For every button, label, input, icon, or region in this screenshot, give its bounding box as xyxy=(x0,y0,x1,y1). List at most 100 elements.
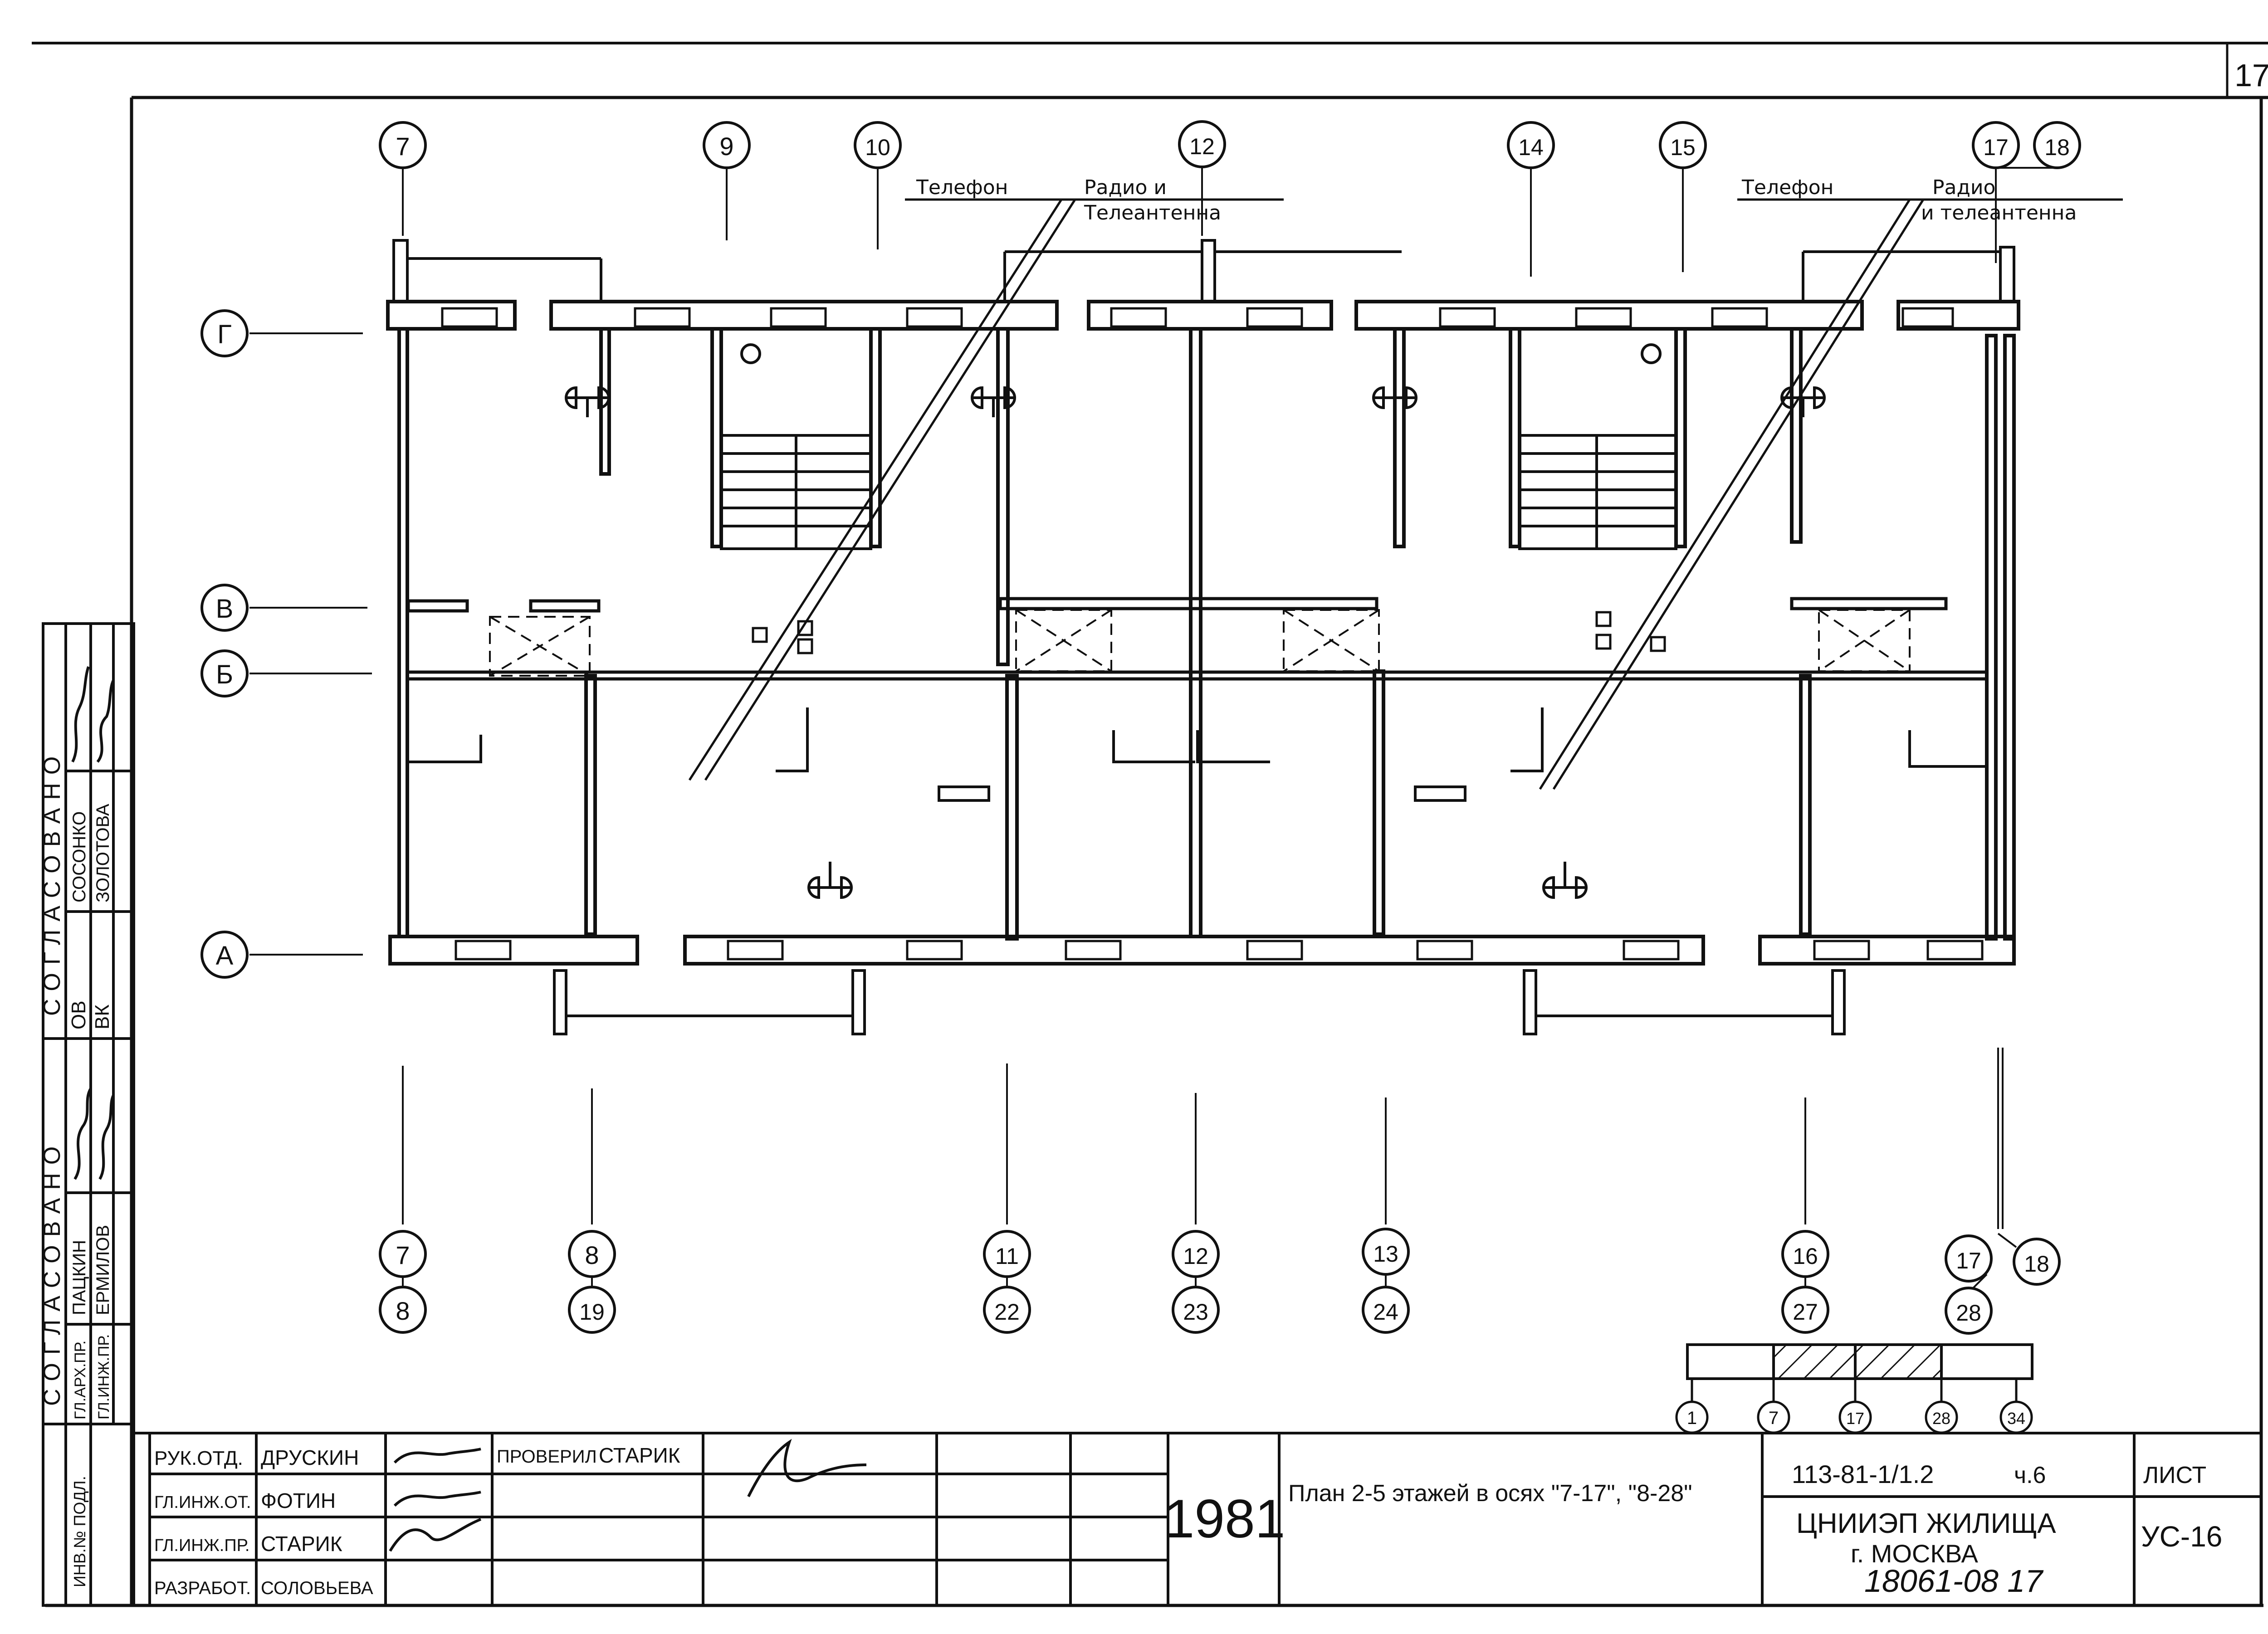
tb-part: ч.6 xyxy=(2014,1462,2046,1488)
inv-number-label: ИНВ.№ ПОДЛ. xyxy=(70,1476,89,1587)
axis-bubbles-bottom-lower: 8 19 22 23 24 27 28 xyxy=(379,1286,1993,1335)
axis-bubble-bottom-28: 28 xyxy=(1945,1287,1993,1335)
axis-bubble-top-12: 12 xyxy=(1178,120,1226,168)
tb-checked-name: СТАРИК xyxy=(599,1444,680,1467)
tb-checked-label: ПРОВЕРИЛ xyxy=(497,1447,597,1467)
svg-text:18: 18 xyxy=(2044,135,2070,160)
signature-ermilov xyxy=(98,1094,115,1180)
axis-bubble-row-v: В xyxy=(200,584,249,632)
svg-text:17: 17 xyxy=(1846,1409,1864,1428)
outlet-symbols xyxy=(565,386,1826,899)
sheet-corner-number: 17 xyxy=(2234,58,2268,93)
tb-sheet-label: ЛИСТ xyxy=(2143,1462,2206,1488)
outlet-symbol xyxy=(1372,386,1418,417)
svg-text:Г: Г xyxy=(217,320,231,349)
axis-bubbles-rows: Г В Б А xyxy=(200,309,249,979)
svg-text:13: 13 xyxy=(1373,1241,1398,1267)
axis-bubble-row-a: А xyxy=(200,931,249,979)
kitchen-counters xyxy=(408,707,1987,802)
axis-bubble-row-b: Б xyxy=(200,649,249,697)
svg-text:23: 23 xyxy=(1183,1299,1208,1325)
corridor-walls xyxy=(406,597,1987,681)
svg-text:11: 11 xyxy=(995,1244,1019,1269)
floor-plan xyxy=(386,239,2020,1035)
tb-year: 1981 xyxy=(1164,1488,1286,1549)
axis-lines-bottom xyxy=(402,1048,2004,1229)
axis-bubble-bottom-11: 11 xyxy=(983,1230,1031,1278)
svg-text:22: 22 xyxy=(994,1299,1020,1325)
handwritten-footer: 18061-08 17 xyxy=(1864,1563,2044,1599)
tb-name-fotin: ФОТИН xyxy=(261,1489,336,1512)
axis-bubble-row-g: Г xyxy=(200,309,249,357)
signature-checked xyxy=(747,1439,867,1497)
outlet-symbol xyxy=(565,386,610,417)
svg-text:18: 18 xyxy=(2024,1251,2049,1277)
svg-text:7: 7 xyxy=(396,1241,410,1269)
svg-text:7: 7 xyxy=(396,132,410,161)
tb-name-druskin: ДРУСКИН xyxy=(261,1446,359,1469)
axis-bubble-bottom-17: 17 xyxy=(1945,1234,1993,1283)
telecom-callout-left: Телефон Радио и Телеантенна xyxy=(688,176,1284,781)
svg-text:19: 19 xyxy=(579,1299,605,1325)
svg-text:24: 24 xyxy=(1373,1299,1398,1325)
sheet-frame xyxy=(32,42,2268,1607)
axis-bubble-bottom-16: 16 xyxy=(1781,1230,1829,1278)
approval-role-gl-inzh: ГЛ.ИНЖ.ПР. xyxy=(95,1334,112,1419)
tb-role-razrab: РАЗРАБОТ. xyxy=(154,1578,251,1598)
approval-name-packin: ПАЦКИН xyxy=(69,1240,89,1315)
tb-org-line2: г. МОСКВА xyxy=(1851,1539,1978,1568)
svg-text:А: А xyxy=(216,941,234,971)
axis-bubble-top-15: 15 xyxy=(1659,121,1707,169)
axis-bubble-bottom-18: 18 xyxy=(2013,1238,2061,1286)
svg-text:Б: Б xyxy=(216,660,233,689)
svg-text:В: В xyxy=(216,594,234,624)
svg-text:27: 27 xyxy=(1793,1299,1818,1325)
top-loggias xyxy=(392,239,2015,303)
axis-bubble-bottom-19: 19 xyxy=(568,1286,616,1334)
tb-org-line1: ЦНИИЭП ЖИЛИЩА xyxy=(1796,1508,2056,1539)
radio-label-left-2: Телеантенна xyxy=(1084,201,1221,224)
svg-text:16: 16 xyxy=(1793,1244,1818,1269)
svg-text:17: 17 xyxy=(1956,1248,1981,1273)
tb-name-soloveva: СОЛОВЬЕВА xyxy=(261,1578,373,1598)
svg-text:14: 14 xyxy=(1518,135,1544,160)
approval-role-ov: ОВ xyxy=(68,1000,90,1029)
outlet-symbol xyxy=(971,386,1016,417)
tb-sheet-code: УС-16 xyxy=(2141,1520,2222,1553)
tb-role-gl-inzh-ot: ГЛ.ИНЖ.ОТ. xyxy=(154,1493,251,1512)
outlet-symbol xyxy=(1542,862,1588,899)
approval-role-vk: ВК xyxy=(91,1005,113,1029)
axis-bubble-bottom-23: 23 xyxy=(1172,1286,1220,1334)
tb-role-ruk: РУК.ОТД. xyxy=(154,1447,243,1469)
bottom-loggias xyxy=(553,969,1846,1035)
axis-bubble-bottom-8-lower: 8 xyxy=(379,1286,427,1334)
axis-bubble-top-10: 10 xyxy=(854,121,902,169)
tb-series: 113-81-1/1.2 xyxy=(1792,1460,1934,1488)
outlet-symbol xyxy=(807,862,853,899)
approval-name-zolotova: ЗОЛОТОВА xyxy=(93,804,113,902)
signature-packin xyxy=(73,1088,92,1180)
approval-strip: СОГЛАСОВАНО ОВ СОСОНКО ВК ЗОЛОТОВА СОГЛА… xyxy=(39,622,135,1607)
axis-bubble-top-17: 17 xyxy=(1972,121,2020,169)
signature-fotin xyxy=(393,1491,481,1507)
approval-role-gl-arh: ГЛ.АРХ.ПР. xyxy=(72,1341,89,1419)
svg-text:7: 7 xyxy=(1769,1408,1779,1428)
axis-bubbles-top: 7 9 10 12 14 15 17 18 xyxy=(379,120,2081,169)
signature-starik xyxy=(389,1518,482,1552)
svg-text:28: 28 xyxy=(1932,1409,1950,1428)
staircase-left xyxy=(720,343,872,550)
svg-text:8: 8 xyxy=(396,1297,410,1325)
axis-bubble-bottom-13: 13 xyxy=(1362,1228,1410,1276)
axis-bubble-top-14: 14 xyxy=(1507,121,1555,169)
svg-text:34: 34 xyxy=(2007,1409,2025,1428)
outlet-symbol xyxy=(1780,386,1826,417)
radio-label-right-1: Радио xyxy=(1932,176,1995,199)
svg-text:1: 1 xyxy=(1687,1408,1697,1428)
axis-lines-left xyxy=(249,332,372,956)
telecom-callout-right: Телефон Радио и телеантенна xyxy=(1539,176,2123,790)
svg-text:10: 10 xyxy=(865,135,890,160)
radio-label-right-2: и телеантенна xyxy=(1921,201,2077,224)
axis-bubble-top-9: 9 xyxy=(703,121,751,169)
axis-lines-top xyxy=(402,167,2057,277)
